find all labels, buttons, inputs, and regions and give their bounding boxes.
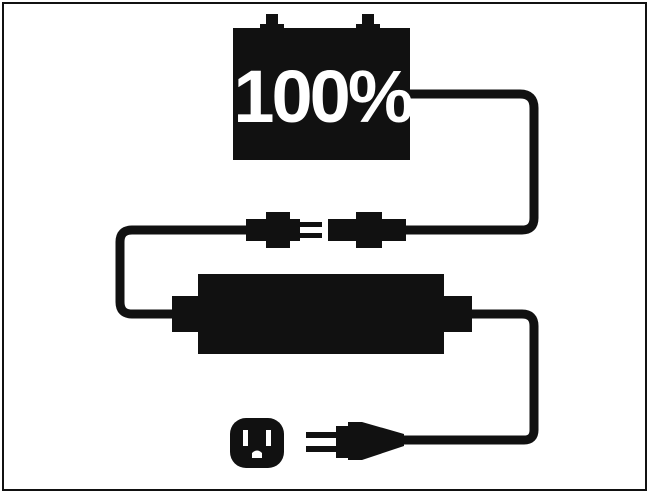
wall-outlet-icon — [230, 418, 284, 468]
power-plug-icon — [306, 422, 404, 460]
charger-brick-icon — [172, 274, 472, 354]
connector-plug-right-icon — [328, 212, 406, 248]
connector-plug-left-icon — [246, 212, 322, 248]
battery-icon: 100% — [233, 14, 412, 160]
battery-cable — [406, 94, 534, 230]
battery-charge-label: 100% — [233, 55, 411, 138]
